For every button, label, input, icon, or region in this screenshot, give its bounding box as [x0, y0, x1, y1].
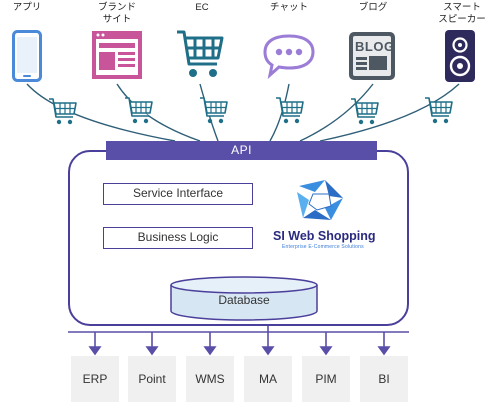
cart-icons-row — [48, 97, 453, 125]
chat-bubble-icon — [263, 34, 315, 79]
system-point: Point — [128, 356, 176, 402]
system-erp: ERP — [71, 356, 119, 402]
system-wms: WMS — [186, 356, 234, 402]
blog-icon: BLOG — [347, 30, 397, 82]
mini-cart-icon — [124, 97, 153, 124]
channel-label-app: アプリ — [12, 2, 42, 13]
channel-label-ec: EC — [195, 2, 209, 13]
database-cylinder — [170, 276, 318, 321]
service-interface-box: Service Interface — [103, 183, 253, 205]
mini-cart-icon — [424, 97, 453, 124]
system-ma: MA — [244, 356, 292, 402]
system-bi: BI — [360, 356, 408, 402]
smartphone-icon — [12, 30, 42, 82]
blog-icon-text: BLOG — [355, 39, 395, 54]
brand-subtitle: Enterprise E-Commerce Solutions — [282, 244, 364, 250]
brand-site-icon — [92, 31, 142, 79]
business-logic-box: Business Logic — [103, 227, 253, 249]
channel-label-smart-speaker: スマート スピーカー — [438, 2, 486, 25]
mini-cart-icon — [199, 97, 228, 124]
system-pim: PIM — [302, 356, 350, 402]
database-label: Database — [218, 293, 270, 307]
mini-cart-icon — [48, 98, 77, 125]
shopping-cart-icon — [177, 30, 224, 77]
mini-cart-icon — [275, 97, 304, 124]
si-web-shopping-logo-icon — [297, 180, 343, 220]
channel-label-chat: チャット — [270, 2, 308, 13]
channel-label-brand-site: ブランド サイト — [97, 2, 136, 25]
mini-cart-icon — [350, 98, 379, 125]
smart-speaker-icon — [445, 30, 475, 82]
api-bar: API — [106, 141, 377, 160]
channel-label-blog: ブログ — [358, 2, 388, 13]
brand-name: SI Web Shopping — [273, 229, 376, 243]
